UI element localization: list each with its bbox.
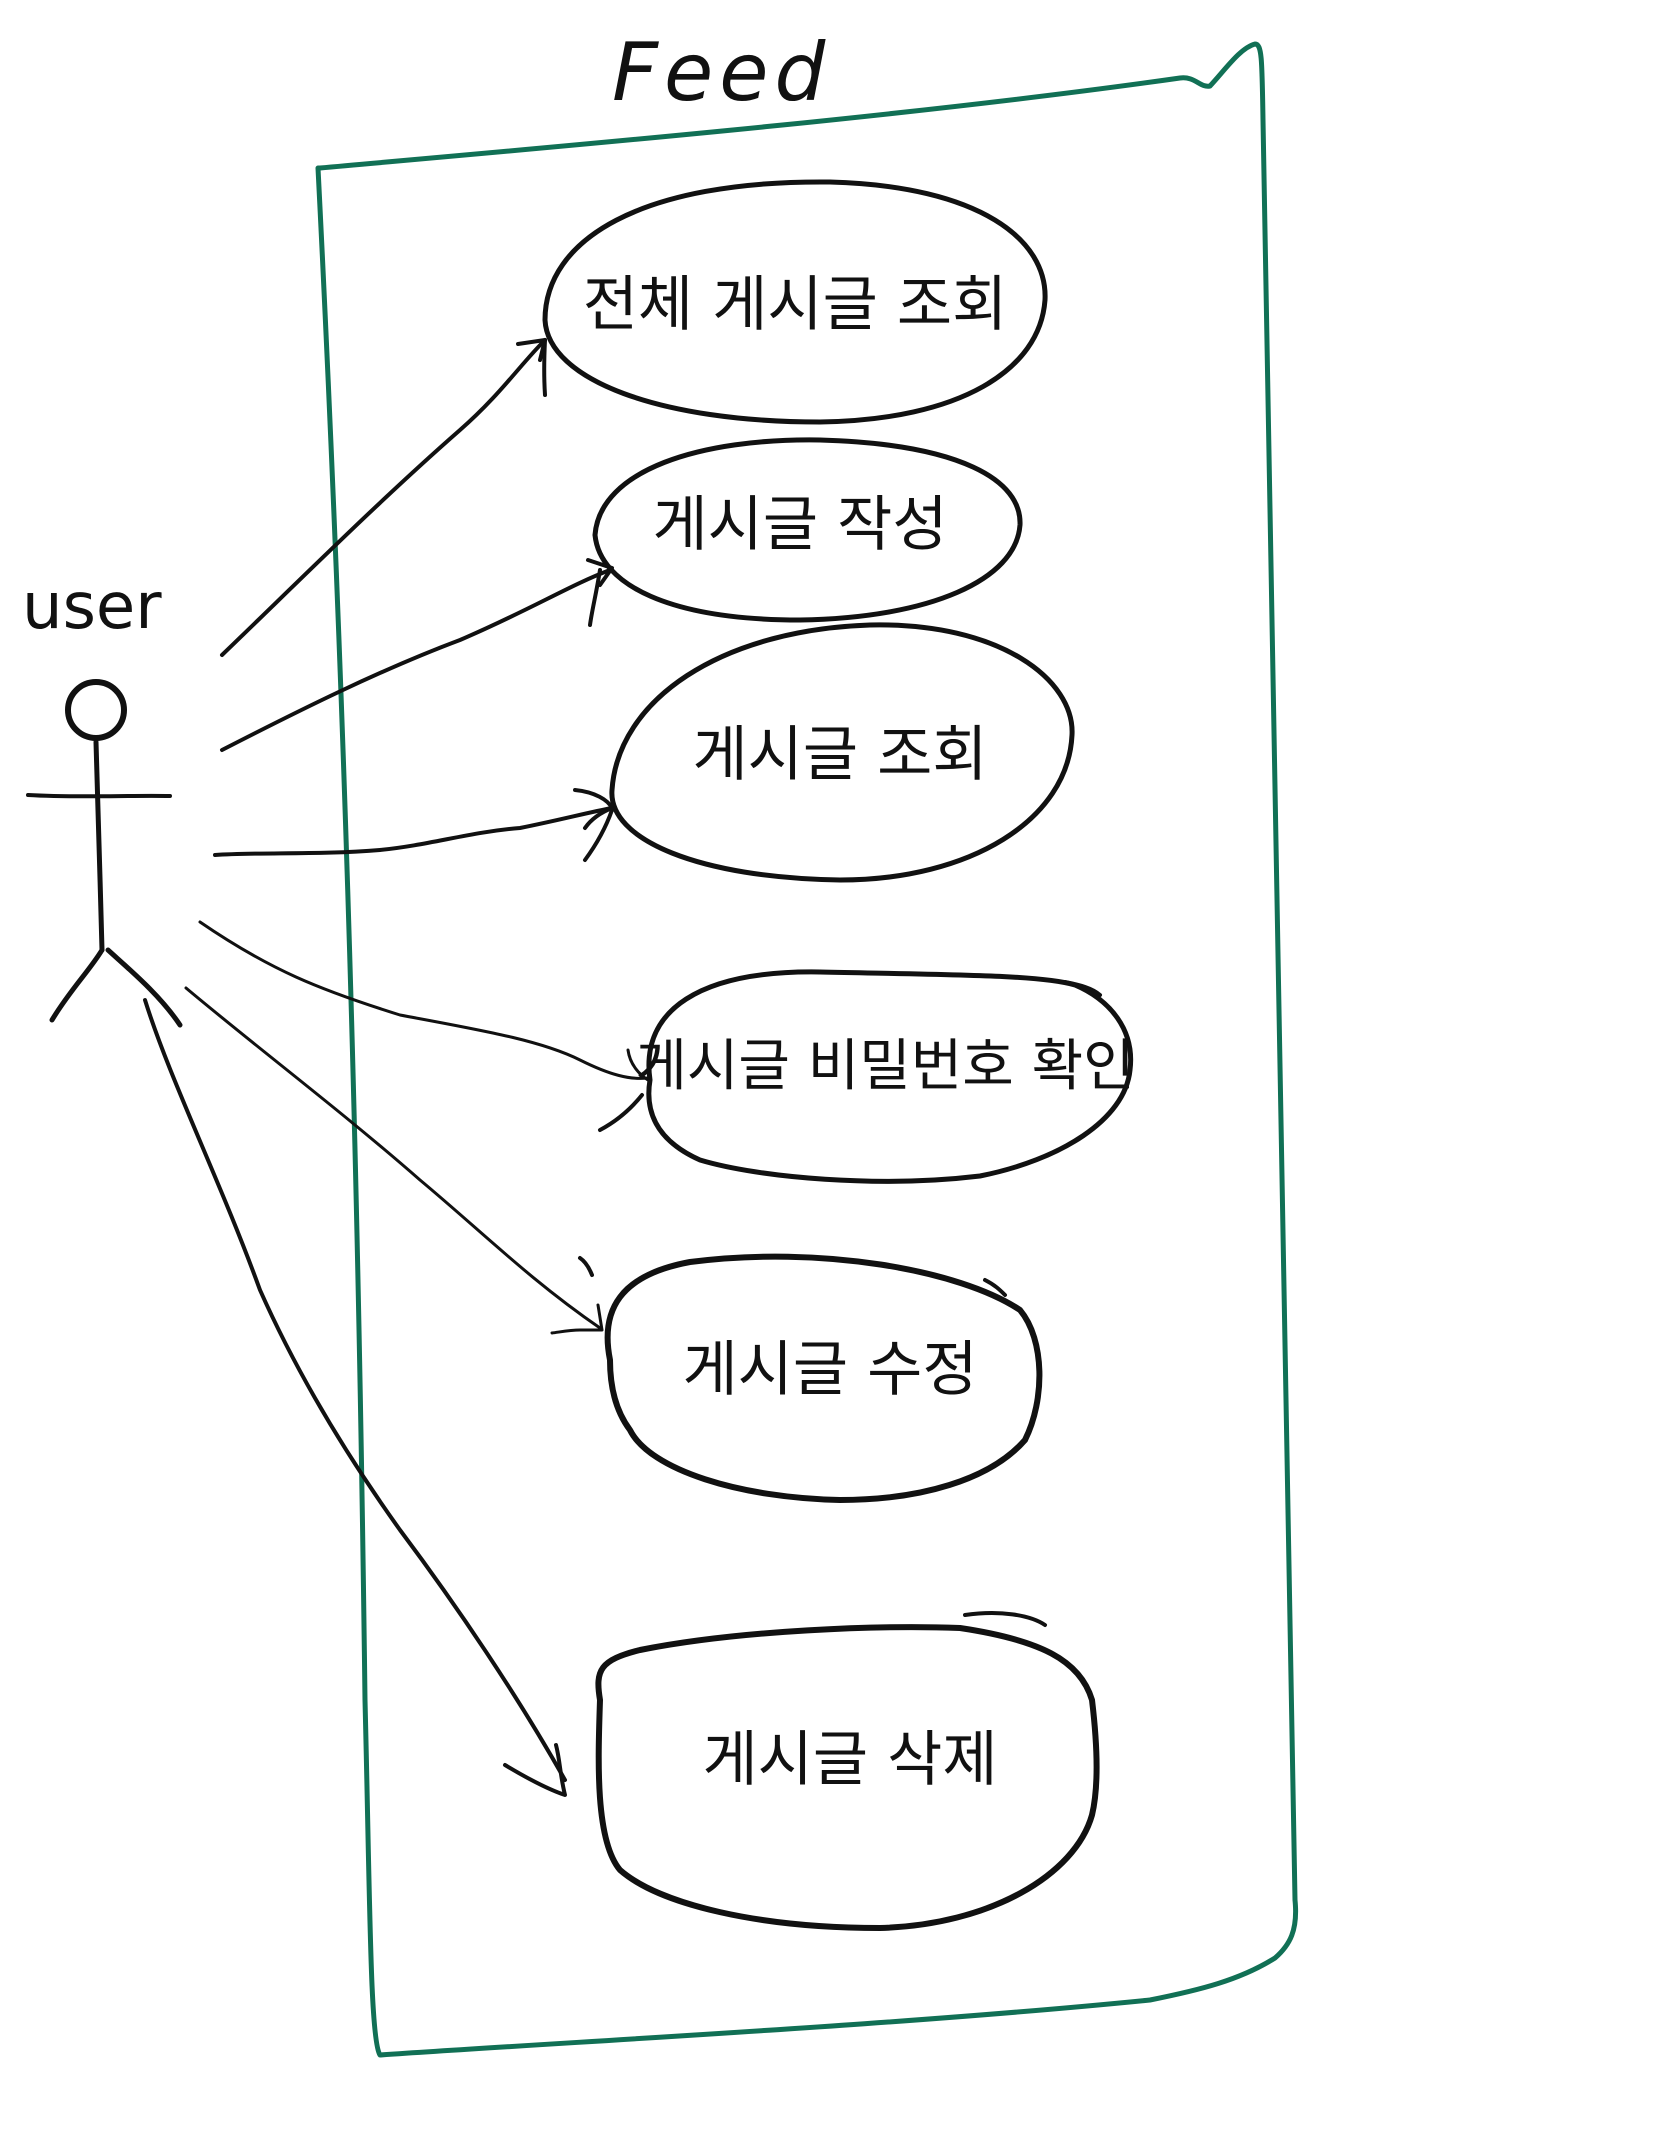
use-case-5-ellipse [604, 1253, 1043, 1503]
use-case-2-label: 게시글 작성 [652, 490, 947, 560]
use-case-5: 게시글 수정 [578, 1253, 1043, 1503]
actor-name: user [22, 570, 162, 644]
association-5 [184, 986, 602, 1330]
actor-body [93, 739, 105, 953]
use-case-3: 게시글 조회 [583, 622, 1075, 883]
association-6 [143, 998, 567, 1782]
actor-arms [26, 793, 172, 799]
use-case-4-ellipse [646, 969, 1134, 1184]
association-2 [220, 568, 612, 752]
use-case-3-label: 게시글 조회 [692, 720, 987, 790]
actor-user: user [22, 570, 183, 1028]
associations [143, 338, 650, 1797]
use-case-2: 게시글 작성 [588, 437, 1023, 627]
use-case-1-ellipse [542, 179, 1048, 425]
use-case-2-ellipse [592, 437, 1023, 623]
use-case-6: 게시글 삭제 [595, 1611, 1100, 1931]
use-case-6-ellipse [595, 1624, 1100, 1931]
association-1 [220, 338, 547, 657]
use-case-1: 전체 게시글 조회 [542, 179, 1048, 425]
use-case-5-label: 게시글 수정 [682, 1335, 977, 1405]
association-3 [213, 806, 614, 857]
use-case-4: 게시글 비밀번호 확인 [598, 969, 1135, 1184]
actor-left-leg [49, 947, 105, 1023]
association-4 [198, 920, 650, 1080]
use-case-3-ellipse [609, 622, 1075, 883]
use-case-1-label: 전체 게시글 조회 [583, 270, 1008, 340]
use-case-6-label: 게시글 삭제 [702, 1725, 997, 1795]
system-name: Feed [612, 26, 831, 119]
use-case-4-label: 게시글 비밀번호 확인 [635, 1034, 1134, 1099]
actor-right-leg [105, 947, 183, 1028]
actor-head [65, 679, 127, 741]
system-boundary [315, 41, 1299, 2058]
